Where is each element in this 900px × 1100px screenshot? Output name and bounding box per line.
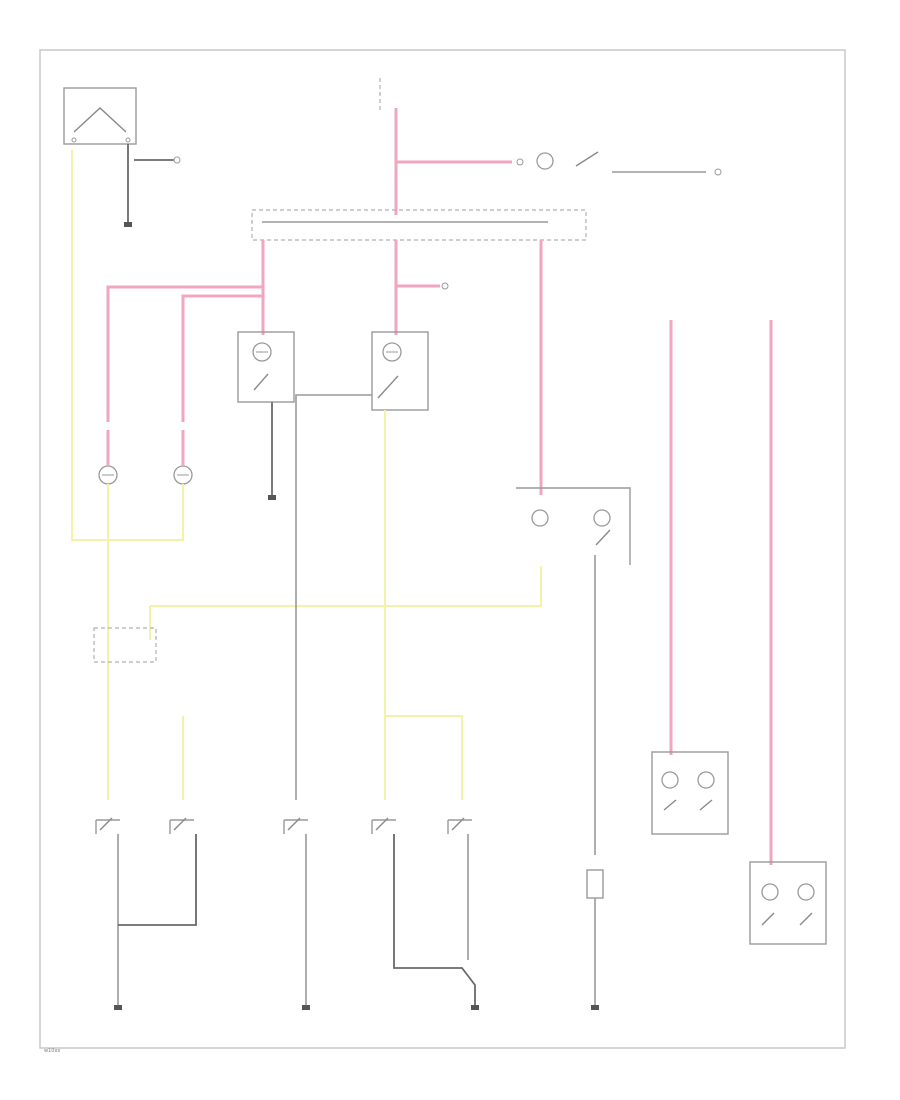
- ground-icon: [302, 1005, 310, 1010]
- right-rear-door-jamb-switch: [447, 817, 472, 834]
- liftgate-jamb-switch: [283, 817, 308, 834]
- switch-icon: [375, 817, 389, 831]
- ground-icon: [591, 1005, 599, 1010]
- lamp-bulb-icon: [797, 883, 815, 901]
- wire-switch-to-courtesy: [71, 150, 184, 541]
- right-vanity-mirror-lamps: [749, 861, 827, 945]
- wire-dome-to-liftgate: [295, 394, 372, 800]
- switch-icon: [253, 373, 269, 391]
- lamp-bulb-icon: [661, 771, 679, 789]
- diagram-frame: [39, 49, 846, 1049]
- glove-box-lamp-module: [237, 331, 295, 403]
- left-rear-door-jamb-switch: [169, 817, 194, 834]
- right-front-door-jamb-switch: [371, 817, 396, 834]
- headlamp-switch-ground: [124, 144, 181, 227]
- connector-box-left: [93, 627, 157, 663]
- switch-icon: [451, 817, 465, 831]
- switch-icon: [99, 817, 113, 831]
- ground-icon: [268, 495, 276, 500]
- lamp-bulb-icon: [761, 883, 779, 901]
- lamp-bulb-icon: [531, 509, 549, 527]
- dome-lamp-module: [371, 331, 429, 411]
- ground-icon: [124, 222, 132, 227]
- headlamp-switch-module: [63, 87, 137, 145]
- junction-block: [251, 209, 587, 241]
- switch-icon: [173, 817, 187, 831]
- ground-icon: [114, 1005, 122, 1010]
- liftgate-switch: [586, 869, 604, 899]
- left-vanity-mirror-lamps: [651, 751, 729, 835]
- wire-yellow-cross: [150, 566, 542, 607]
- lamp-bulb-icon: [593, 509, 611, 527]
- left-front-door-jamb-switch: [95, 817, 120, 834]
- ground-icon: [471, 1005, 479, 1010]
- switch-icon: [377, 375, 399, 399]
- switch-icon: [595, 529, 611, 546]
- trunk-lamp-module: [516, 487, 631, 565]
- left-courtesy-lamp: [98, 465, 118, 485]
- switch-icon: [575, 151, 599, 167]
- right-courtesy-lamp: [173, 465, 193, 485]
- interior-lamps-fuse-lamp: [536, 151, 722, 176]
- lamp-bulb-icon: [536, 152, 554, 170]
- hot-at-all-times-feed: [379, 78, 524, 215]
- image-code: w10xx: [44, 1048, 60, 1054]
- wire-right-door-grounds: [393, 834, 476, 1005]
- lamp-bulb-icon: [697, 771, 715, 789]
- wire-courtesy-loop: [106, 285, 263, 422]
- switch-icon: [287, 817, 301, 831]
